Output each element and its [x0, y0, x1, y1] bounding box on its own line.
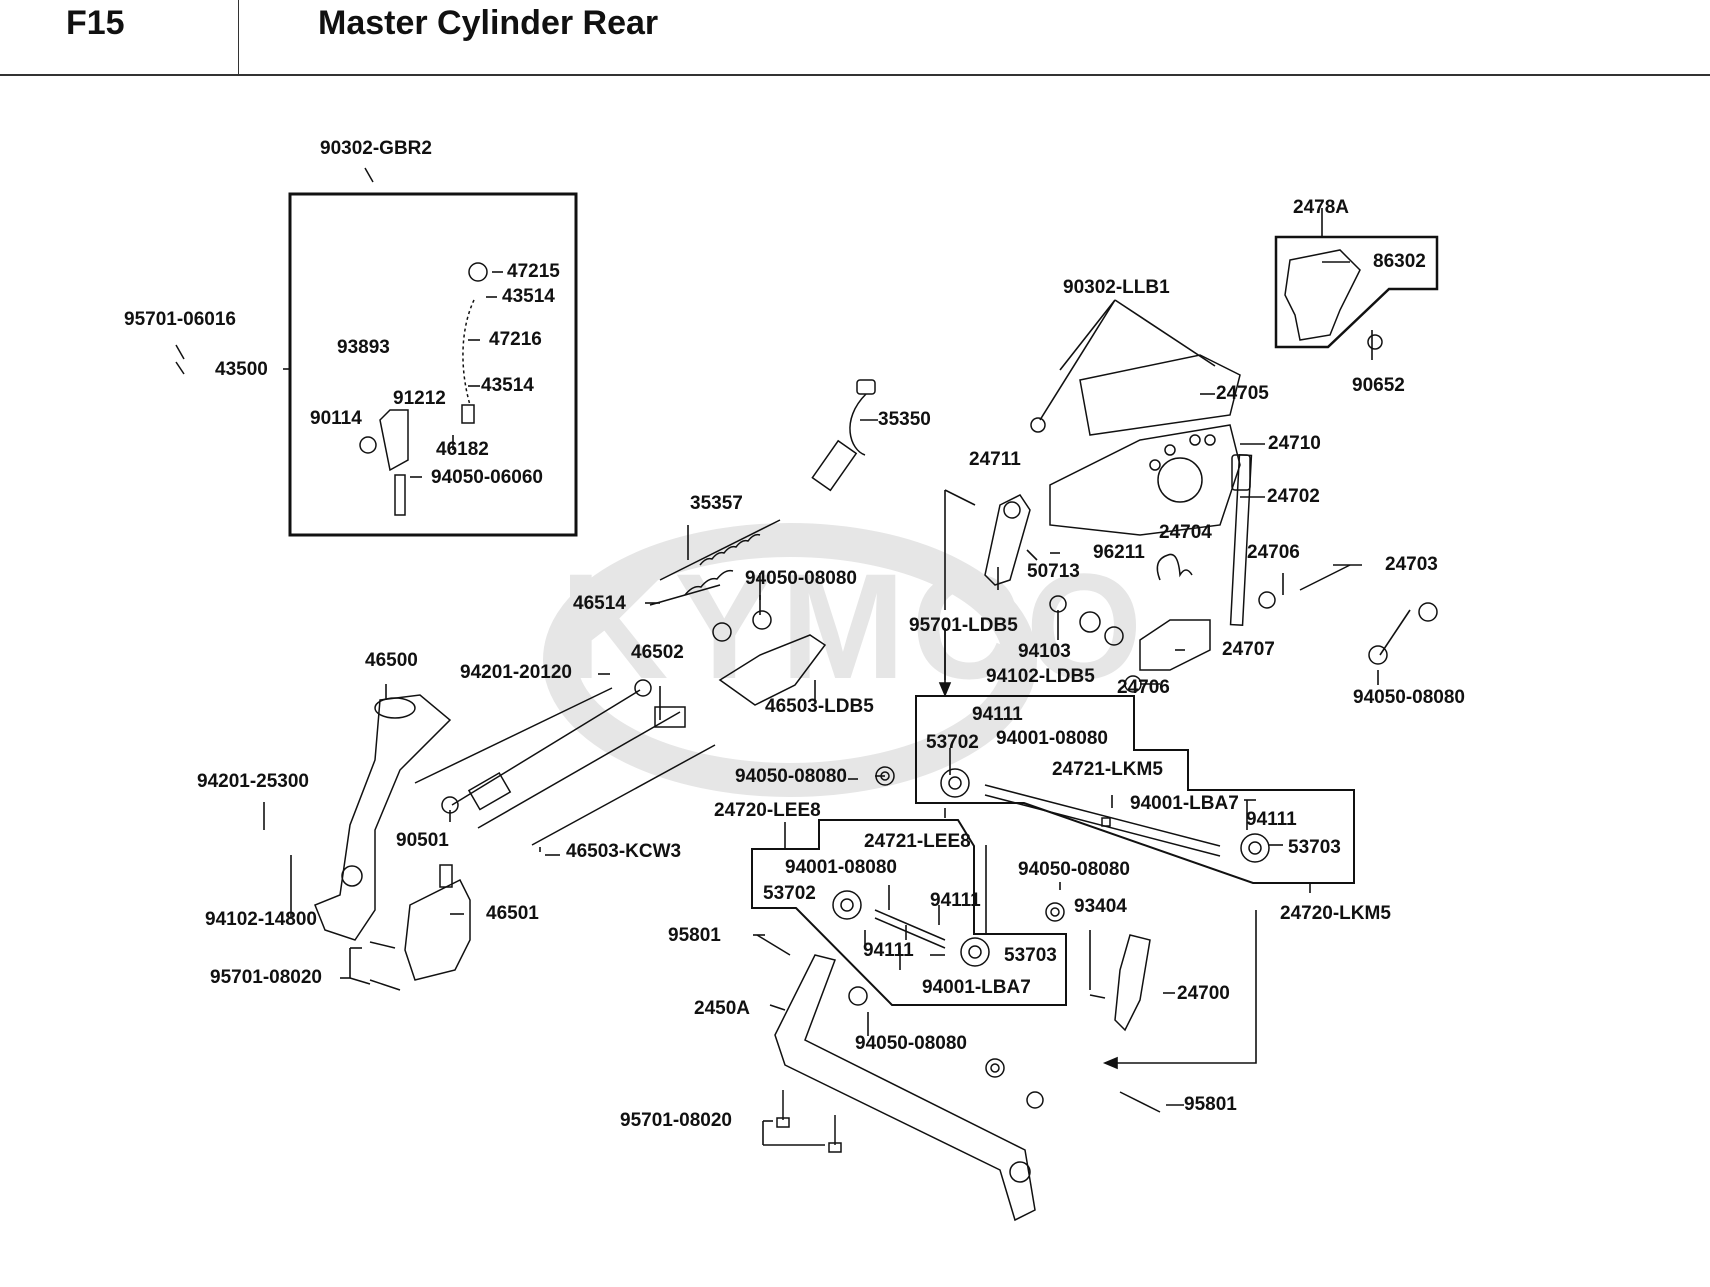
part-label[interactable]: 93404: [1074, 896, 1127, 917]
part-drawings: [175, 167, 1438, 1222]
part-label[interactable]: 53703: [1288, 837, 1341, 858]
part-label[interactable]: 35357: [690, 493, 743, 514]
part-label[interactable]: 46500: [365, 650, 418, 671]
part-label[interactable]: 53703: [1004, 945, 1057, 966]
part-label[interactable]: 94050-08080: [1353, 687, 1465, 708]
part-label[interactable]: 24702: [1267, 486, 1320, 507]
part-label[interactable]: 94050-08080: [745, 568, 857, 589]
part-label[interactable]: 86302: [1373, 251, 1426, 272]
part-label[interactable]: 46501: [486, 903, 539, 924]
part-label[interactable]: 94102-14800: [205, 909, 317, 930]
group-box-24720-LKM5: [915, 695, 1355, 884]
part-label[interactable]: 90302-GBR2: [320, 138, 432, 159]
group-box-24720-LEE8: [751, 819, 1067, 1006]
part-label[interactable]: 46503-KCW3: [566, 841, 682, 862]
part-label[interactable]: 95701-08020: [210, 967, 322, 988]
part-label[interactable]: 46514: [573, 593, 626, 614]
part-label[interactable]: 94111: [863, 940, 914, 961]
part-label[interactable]: 94111: [1246, 809, 1297, 830]
part-label[interactable]: 50713: [1027, 561, 1080, 582]
part-label[interactable]: 43514: [502, 286, 555, 307]
routing-arrows: [938, 628, 1257, 1070]
group-box-43500: [288, 192, 578, 537]
part-label[interactable]: 94103: [1018, 641, 1071, 662]
part-label[interactable]: 2450A: [694, 998, 750, 1019]
part-label[interactable]: 24720-LKM5: [1280, 903, 1391, 924]
part-label[interactable]: 90501: [396, 830, 449, 851]
part-label[interactable]: 94201-20120: [460, 662, 572, 683]
part-label[interactable]: 24707: [1222, 639, 1275, 660]
part-label[interactable]: 95701-08020: [620, 1110, 732, 1131]
part-label[interactable]: 94001-LBA7: [922, 977, 1031, 998]
part-label[interactable]: 43514: [481, 375, 534, 396]
part-label[interactable]: 90652: [1352, 375, 1405, 396]
part-label[interactable]: 47216: [489, 329, 542, 350]
part-label[interactable]: 94111: [972, 704, 1023, 725]
part-label[interactable]: 53702: [926, 732, 979, 753]
group-box-2478A: [1274, 235, 1439, 349]
part-label[interactable]: 24706: [1247, 542, 1300, 563]
part-label[interactable]: 24711: [969, 449, 1021, 470]
part-label[interactable]: 2478A: [1293, 197, 1349, 218]
part-label[interactable]: 90302-LLB1: [1063, 277, 1170, 298]
page-header: F15 Master Cylinder Rear: [0, 0, 1710, 76]
part-label[interactable]: 43500: [215, 359, 268, 380]
part-label[interactable]: 94201-25300: [197, 771, 309, 792]
part-label[interactable]: 24721-LKM5: [1052, 759, 1163, 780]
part-label[interactable]: 47215: [507, 261, 560, 282]
part-label[interactable]: 46502: [631, 642, 684, 663]
leader-lines: [263, 208, 1411, 1146]
part-label[interactable]: 95801: [1184, 1094, 1237, 1115]
part-label[interactable]: 35350: [878, 409, 931, 430]
part-label[interactable]: 24710: [1268, 433, 1321, 454]
part-label[interactable]: 53702: [763, 883, 816, 904]
part-label[interactable]: 24721-LEE8: [864, 831, 971, 852]
page-title: Master Cylinder Rear: [318, 4, 659, 42]
part-label[interactable]: 46503-LDB5: [765, 696, 874, 717]
part-label[interactable]: 91212: [393, 388, 446, 409]
part-label[interactable]: 94001-LBA7: [1130, 793, 1239, 814]
part-label[interactable]: 24704: [1159, 522, 1212, 543]
part-label[interactable]: 90114: [310, 408, 362, 429]
part-label[interactable]: 94050-08080: [735, 766, 847, 787]
section-code: F15: [66, 4, 125, 42]
part-label[interactable]: 94001-08080: [785, 857, 897, 878]
part-label[interactable]: 95701-LDB5: [909, 615, 1018, 636]
part-label[interactable]: 96211: [1093, 542, 1145, 563]
part-label[interactable]: 24705: [1216, 383, 1269, 404]
part-label[interactable]: 94102-LDB5: [986, 666, 1095, 687]
part-label[interactable]: 24700: [1177, 983, 1230, 1004]
part-label[interactable]: 94050-06060: [431, 467, 543, 488]
part-label[interactable]: 24720-LEE8: [714, 800, 821, 821]
header-divider: [238, 0, 239, 74]
part-label[interactable]: 24703: [1385, 554, 1438, 575]
part-label[interactable]: 94001-08080: [996, 728, 1108, 749]
part-label[interactable]: 93893: [337, 337, 390, 358]
part-label[interactable]: 24706: [1117, 677, 1170, 698]
part-label[interactable]: 94111: [930, 890, 981, 911]
part-label[interactable]: 46182: [436, 439, 489, 460]
part-label[interactable]: 94050-08080: [855, 1033, 967, 1054]
part-label[interactable]: 94050-08080: [1018, 859, 1130, 880]
watermark-ring: [543, 523, 1037, 797]
part-label[interactable]: 95801: [668, 925, 721, 946]
part-label[interactable]: 95701-06016: [124, 309, 236, 330]
